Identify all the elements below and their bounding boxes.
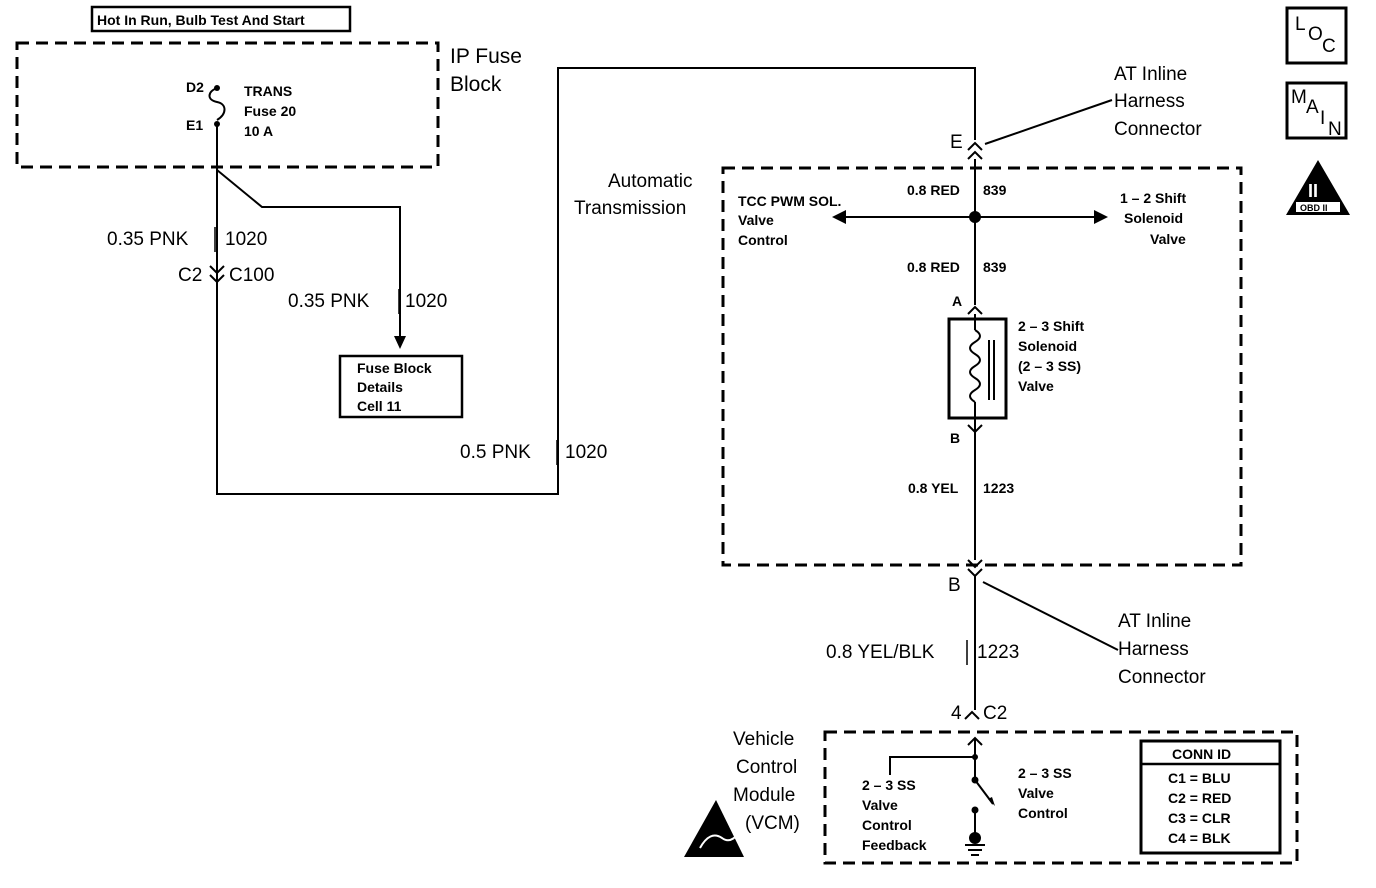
connector-b: B [948, 575, 961, 596]
svg-text:Module: Module [733, 785, 795, 806]
svg-text:Harness: Harness [1114, 91, 1185, 112]
svg-text:Control: Control [738, 232, 788, 248]
vcm-title: Vehicle [733, 729, 794, 750]
svg-text:N: N [1328, 119, 1342, 140]
svg-text:Transmission: Transmission [574, 198, 686, 219]
loc-icon[interactable]: L O C [1285, 6, 1348, 65]
esd-warning-icon [684, 800, 744, 857]
inline-connector-bottom-line1: AT Inline [1118, 611, 1191, 632]
power-source-label: Hot In Run, Bulb Test And Start [97, 12, 305, 28]
wire3-circuit: 1020 [565, 442, 607, 463]
inline-connector-top-line1: AT Inline [1114, 64, 1187, 85]
wire2-circuit: 1020 [405, 291, 447, 312]
svg-text:M: M [1291, 87, 1307, 108]
connector-e-symbol [967, 141, 983, 160]
wire-red-top-circuit: 839 [983, 182, 1007, 198]
main-icon[interactable]: M A I N [1285, 81, 1348, 140]
wire-yelblk-circuit: 1223 [977, 642, 1019, 663]
power-source-label-box: Hot In Run, Bulb Test And Start [90, 5, 352, 33]
svg-text:Cell 11: Cell 11 [357, 398, 402, 414]
svg-text:Valve: Valve [1150, 231, 1186, 247]
conn-id-table: CONN ID C1 = BLU C2 = RED C3 = CLR C4 = … [1139, 739, 1282, 855]
svg-text:Solenoid: Solenoid [1124, 210, 1183, 226]
shift12-label: 1 – 2 Shift [1120, 190, 1186, 206]
svg-text:Valve: Valve [1018, 785, 1054, 801]
svg-text:Control: Control [736, 757, 797, 778]
vcm-box: Vehicle Control Module (VCM) [733, 729, 1299, 865]
wire-yel-circuit: 1223 [983, 480, 1014, 496]
fuse-rating: 10 A [244, 123, 273, 139]
wire-yelblk-gauge: 0.8 YEL/BLK [826, 642, 935, 663]
svg-text:Block: Block [450, 73, 502, 96]
wire2-gauge: 0.35 PNK [288, 291, 370, 312]
pin-d2: D2 [186, 79, 204, 95]
ground-icon [969, 832, 981, 844]
wire1-circuit: 1020 [225, 229, 267, 250]
svg-text:Feedback: Feedback [862, 837, 927, 853]
conn-id-header: CONN ID [1172, 746, 1231, 762]
svg-text:Connector: Connector [1114, 119, 1202, 140]
svg-text:O: O [1308, 24, 1323, 45]
svg-text:Valve: Valve [738, 212, 774, 228]
pin-a: A [952, 293, 962, 309]
arrow-right [1094, 210, 1108, 224]
conn-id-row: C3 = CLR [1168, 810, 1231, 826]
control-label: 2 – 3 SS [1018, 765, 1072, 781]
arrow-down [394, 336, 406, 349]
svg-text:II: II [1308, 181, 1318, 201]
arrow-left [832, 210, 846, 224]
wire-red-top-gauge: 0.8 RED [907, 182, 960, 198]
connector-c100: C100 [229, 265, 274, 286]
ip-fuse-block-title: IP Fuse [450, 45, 522, 68]
connector-c2: C2 [178, 265, 202, 286]
wire-red-mid-gauge: 0.8 RED [907, 259, 960, 275]
wire-pnk-1020-branch [216, 169, 401, 340]
transmission-title: Automatic [608, 171, 692, 192]
svg-text:Connector: Connector [1118, 667, 1206, 688]
ip-fuse-block: IP Fuse Block D2 E1 TRANS Fuse 20 10 A [15, 41, 522, 169]
conn-id-row: C2 = RED [1168, 790, 1231, 806]
pin-b: B [950, 430, 960, 446]
wire3-gauge: 0.5 PNK [460, 442, 531, 463]
svg-text:Fuse Block: Fuse Block [357, 360, 432, 376]
svg-text:Control: Control [1018, 805, 1068, 821]
fuse-block-details-box[interactable]: Fuse Block Details Cell 11 [338, 354, 464, 419]
svg-text:OBD II: OBD II [1300, 203, 1328, 213]
svg-text:Harness: Harness [1118, 639, 1189, 660]
svg-text:I: I [1320, 108, 1325, 129]
svg-text:Valve: Valve [1018, 378, 1054, 394]
fuse-symbol [208, 87, 226, 121]
automatic-transmission-box: Automatic Transmission [574, 166, 1243, 567]
svg-text:(VCM): (VCM) [745, 813, 800, 834]
svg-text:Control: Control [862, 817, 912, 833]
svg-text:A: A [1306, 97, 1319, 118]
svg-text:Solenoid: Solenoid [1018, 338, 1077, 354]
svg-text:C: C [1322, 36, 1336, 57]
conn-id-row: C4 = BLK [1168, 830, 1231, 846]
tcc-label: TCC PWM SOL. [738, 193, 841, 209]
solenoid-2-3-ss [947, 314, 1008, 420]
connector-c100-symbol [209, 265, 225, 284]
wire-yel-gauge: 0.8 YEL [908, 480, 959, 496]
wire-pnk-1020-main [216, 67, 976, 495]
vcm-connector-c2: C2 [983, 703, 1007, 724]
fuse-number: Fuse 20 [244, 103, 296, 119]
svg-text:L: L [1295, 14, 1306, 35]
wire-red-mid-circuit: 839 [983, 259, 1007, 275]
svg-text:Valve: Valve [862, 797, 898, 813]
wire1-gauge: 0.35 PNK [107, 229, 189, 250]
obd-ii-icon[interactable]: II OBD II [1286, 160, 1350, 215]
ss23-label: 2 – 3 Shift [1018, 318, 1084, 334]
svg-text:(2 – 3 SS): (2 – 3 SS) [1018, 358, 1081, 374]
conn-id-row: C1 = BLU [1168, 770, 1231, 786]
svg-text:Details: Details [357, 379, 403, 395]
pin-e1: E1 [186, 117, 203, 133]
vcm-pin-4: 4 [951, 703, 962, 724]
fuse-name: TRANS [244, 83, 292, 99]
feedback-label: 2 – 3 SS [862, 777, 916, 793]
connector-e: E [950, 132, 963, 153]
connector-b-symbol [967, 559, 983, 578]
